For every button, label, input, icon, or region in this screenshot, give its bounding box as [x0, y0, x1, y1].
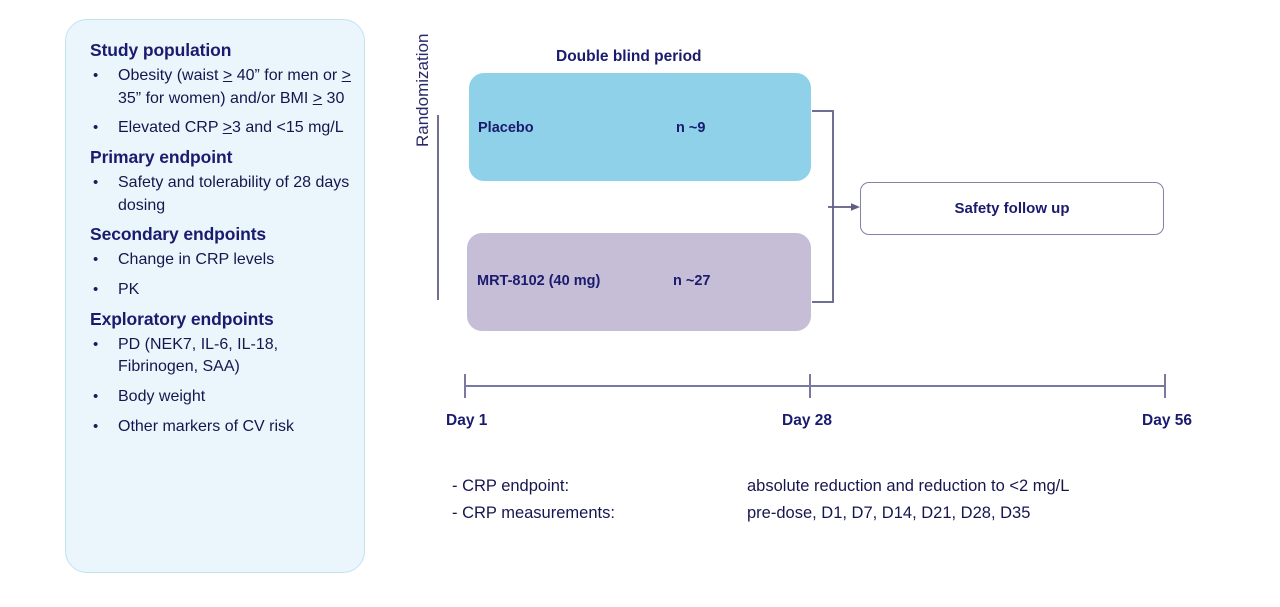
bullet-dot-icon: • — [93, 119, 99, 137]
timeline-axis-line — [464, 385, 1166, 387]
bullet-item: • PK — [90, 279, 356, 302]
timeline-label-day56: Day 56 — [1142, 412, 1192, 429]
bullet-dot-icon: • — [93, 66, 99, 84]
crp-footnotes: - CRP endpoint: absolute reduction and re… — [452, 473, 1069, 526]
bullet-text: Elevated CRP >3 and <15 mg/L — [118, 119, 344, 137]
randomization-axis-line — [437, 115, 439, 300]
bullet-item: • Body weight — [90, 386, 356, 409]
bullet-dot-icon: • — [93, 280, 99, 298]
bullet-item: • Elevated CRP >3 and <15 mg/L — [90, 117, 356, 140]
arm-label-placebo: Placebo — [478, 120, 534, 136]
randomization-label: Randomization — [413, 33, 432, 147]
bullet-text: Change in CRP levels — [118, 251, 275, 269]
footnote-value: pre-dose, D1, D7, D14, D21, D28, D35 — [747, 503, 1031, 522]
timeline-tick-day1 — [464, 374, 466, 398]
section-heading: Secondary endpoints — [90, 224, 267, 245]
bullet-text: Obesity (waist > 40” for men or > 35” fo… — [118, 66, 351, 107]
bracket-bottom-segment — [812, 301, 834, 303]
study-panel-content: Study population • Obesity (waist > 40” fo… — [90, 40, 356, 445]
bullet-item: • PD (NEK7, IL-6, IL-18, Fibrinogen, SAA) — [90, 334, 356, 379]
bullet-dot-icon: • — [93, 251, 99, 269]
section-heading: Study population — [90, 40, 232, 60]
arm-n-placebo: n ~9 — [676, 120, 706, 136]
safety-followup-label: Safety follow up — [954, 200, 1070, 217]
section-heading: Primary endpoint — [90, 147, 233, 168]
timeline-tick-day56 — [1164, 374, 1166, 398]
section-heading: Exploratory endpoints — [90, 308, 274, 329]
bullet-text: Body weight — [118, 387, 206, 405]
bullet-text: PK — [118, 280, 140, 298]
arm-n-mrt8102: n ~27 — [673, 273, 711, 289]
timeline-label-day1: Day 1 — [446, 412, 488, 429]
bullet-item: • Obesity (waist > 40” for men or > 35” f… — [90, 65, 356, 110]
arrow-right-icon — [828, 203, 860, 211]
bullet-dot-icon: • — [93, 335, 99, 353]
bullet-dot-icon: • — [93, 387, 99, 405]
timeline-tick-day28 — [809, 374, 811, 398]
footnote-row: - CRP measurements: pre-dose, D1, D7, D14… — [452, 500, 1069, 527]
bracket-top-segment — [812, 110, 834, 112]
bullet-item: • Change in CRP levels — [90, 249, 356, 272]
footnote-key: - CRP endpoint: — [452, 477, 570, 495]
double-blind-period-title: Double blind period — [556, 48, 702, 65]
bullet-item: • Other markers of CV risk — [90, 416, 356, 439]
footnote-row: - CRP endpoint: absolute reduction and re… — [452, 473, 1069, 500]
arm-label-mrt8102: MRT-8102 (40 mg) — [477, 273, 601, 289]
footnote-value: absolute reduction and reduction to <2 m… — [747, 477, 1070, 495]
timeline-label-day28: Day 28 — [782, 412, 832, 429]
safety-followup-box[interactable]: Safety follow up — [860, 182, 1164, 235]
bullet-dot-icon: • — [93, 173, 99, 191]
bullet-text: Other markers of CV risk — [118, 417, 295, 435]
study-timeline-axis — [464, 374, 1166, 398]
bullet-dot-icon: • — [93, 417, 99, 435]
bullet-text: PD (NEK7, IL-6, IL-18, Fibrinogen, SAA) — [118, 335, 279, 376]
arm-box-mrt8102[interactable] — [467, 233, 811, 331]
footnote-key: - CRP measurements: — [452, 503, 615, 522]
bullet-text: Safety and tolerability of 28 days dosin… — [118, 173, 350, 214]
study-design-panel: Study population • Obesity (waist > 40” fo… — [65, 19, 365, 573]
arm-box-placebo[interactable] — [469, 73, 811, 181]
bullet-item: • Safety and tolerability of 28 days dosi… — [90, 172, 356, 217]
